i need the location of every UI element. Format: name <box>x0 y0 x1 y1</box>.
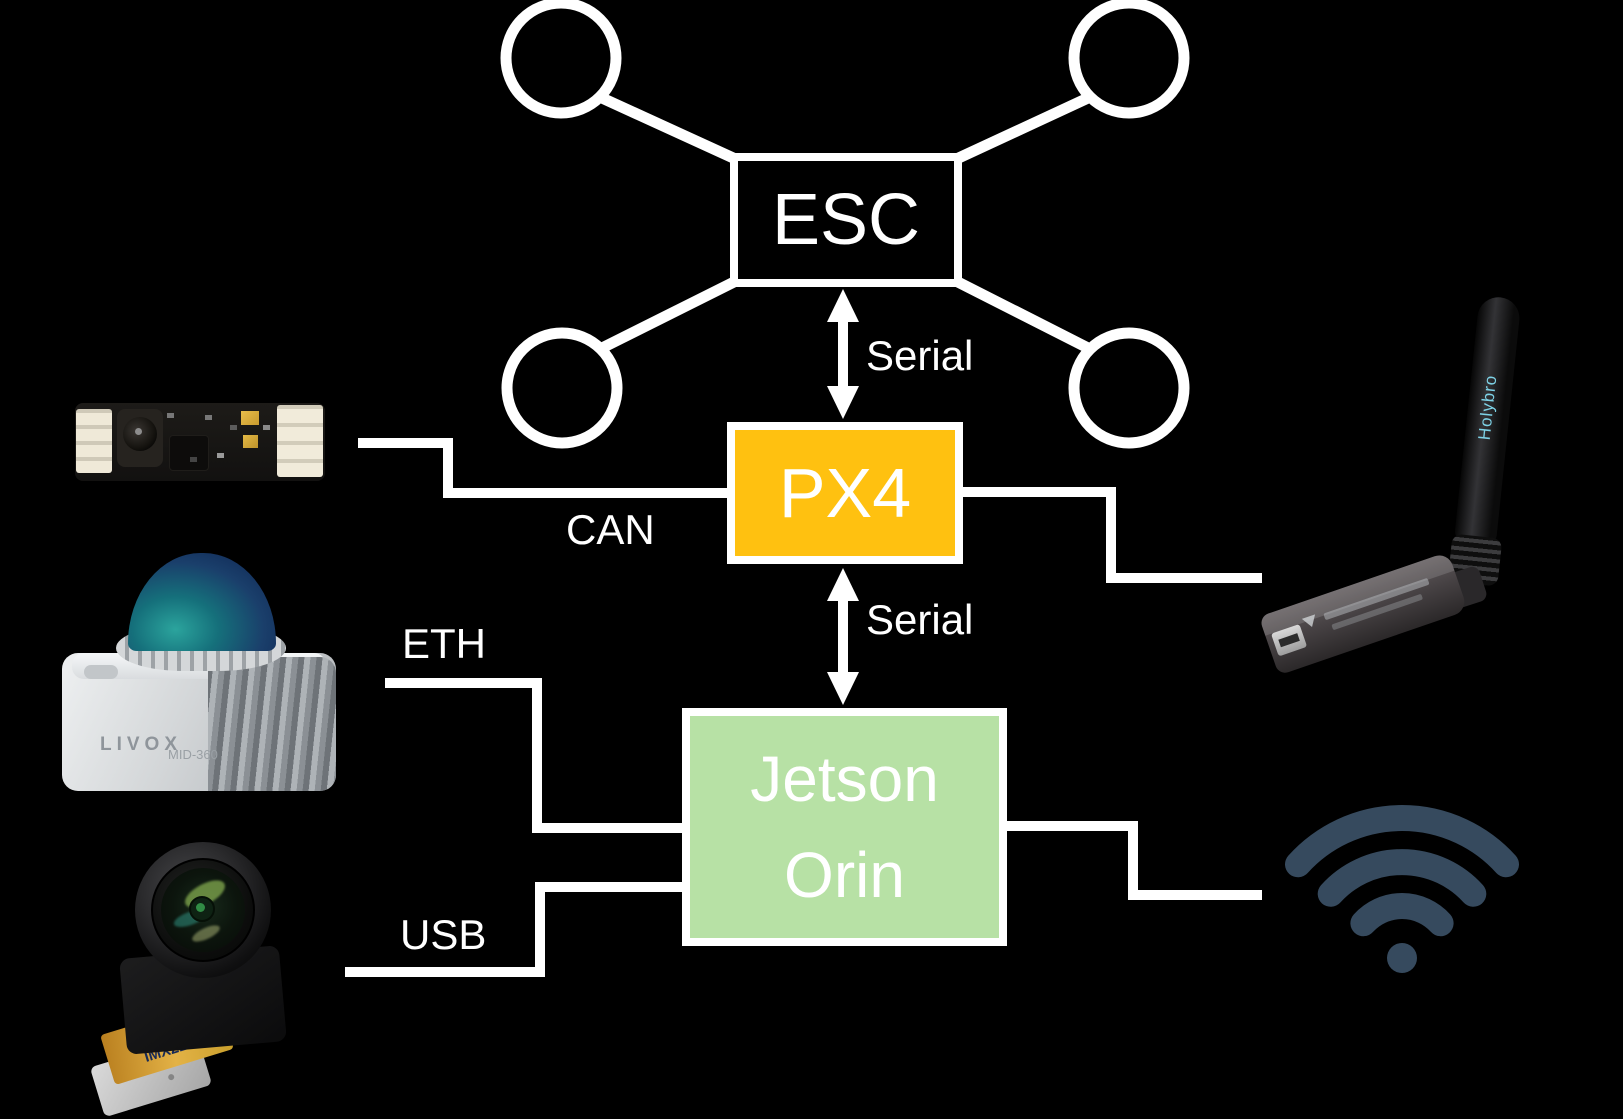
lidar-brand-text: LIVOX <box>100 734 183 755</box>
telemetry-radio-image: Holybro <box>1242 288 1532 676</box>
ribbon-tip-hole <box>167 1073 175 1081</box>
pcb-gold-pad <box>243 435 258 448</box>
rotor-circle-bottom-right <box>1068 327 1190 449</box>
lidar-image: LIVOX MID-360 <box>62 553 336 793</box>
rotor-circle-bottom-left <box>501 327 623 449</box>
rotor-circle-top-left <box>500 0 622 119</box>
lidar-heatsink-fins <box>208 657 336 791</box>
lidar-slot <box>84 665 118 679</box>
wire-opticalflow-px4 <box>358 438 727 498</box>
wire-lidar-jetson <box>385 678 682 833</box>
wire-camera-jetson <box>345 882 682 977</box>
can-label: CAN <box>566 506 655 553</box>
wire-px4-radio <box>963 487 1262 583</box>
radio-antenna: Holybro <box>1454 295 1522 544</box>
pcb-component <box>217 453 224 458</box>
jetson-label-line2: Orin <box>784 839 905 911</box>
arrow-esc-px4 <box>827 289 859 419</box>
jetson-orin-node: Jetson Orin <box>682 708 1007 946</box>
frame-arm-top-left <box>599 92 745 168</box>
pcb-connector-right <box>277 405 323 477</box>
jetson-label-line1: Jetson <box>750 743 939 815</box>
esc-node: ESC <box>730 153 962 287</box>
pcb-component <box>167 413 174 418</box>
lens-highlight <box>135 428 142 435</box>
radio-usb-slot <box>1278 633 1300 648</box>
px4-label: PX4 <box>778 454 912 532</box>
lidar-dome <box>128 553 276 651</box>
frame-arm-bottom-left <box>599 273 745 353</box>
wire-jetson-wifi <box>1007 821 1262 900</box>
pcb-component <box>190 457 197 462</box>
lidar-model-text: MID-360 <box>168 747 218 762</box>
lens-pupil-highlight <box>196 903 205 912</box>
arrow-px4-jetson <box>827 568 859 705</box>
serial-label-px4-jetson: Serial <box>866 596 974 643</box>
radio-body-sheen <box>1258 551 1455 636</box>
pcb-component <box>230 425 237 430</box>
usb-label: USB <box>400 911 487 958</box>
frame-arm-top-right <box>947 93 1091 167</box>
px4-node: PX4 <box>727 422 963 564</box>
pcb-chip <box>169 435 209 471</box>
camera-image: Arducam IMX219 <box>89 840 310 1118</box>
rotor-circle-top-right <box>1068 0 1190 119</box>
eth-label: ETH <box>402 620 486 667</box>
pcb-gold-pad <box>241 411 259 425</box>
pcb-component <box>263 425 270 430</box>
optical-flow-sensor-image <box>75 395 331 487</box>
radio-antenna-brand-text: Holybro <box>1474 373 1501 441</box>
wifi-icon <box>1285 805 1519 973</box>
pcb-component <box>205 415 212 420</box>
serial-label-esc-px4: Serial <box>866 332 974 379</box>
pcb-connector-left <box>76 409 112 473</box>
esc-label: ESC <box>771 180 921 260</box>
frame-arm-bottom-right <box>947 273 1091 353</box>
